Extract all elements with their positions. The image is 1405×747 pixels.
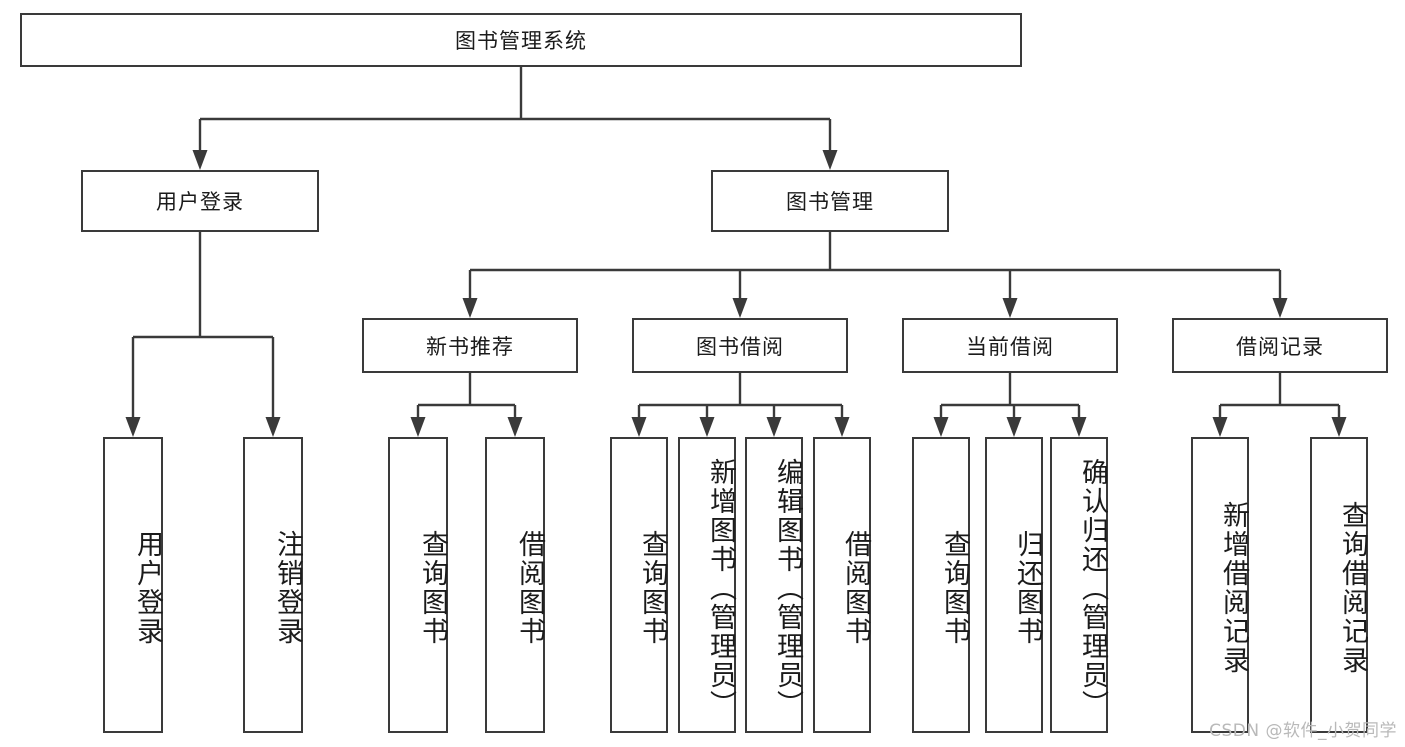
arrow-to-new-book-head <box>462 298 478 318</box>
arrow-user-login-1-head <box>125 417 141 437</box>
arrow-borrow-4-head <box>834 417 850 437</box>
node-label: 确认归还（管理员） <box>1077 457 1108 719</box>
node-label: 新书推荐 <box>426 334 514 359</box>
arrow-current-3-head <box>1071 417 1087 437</box>
node-label: 借阅图书 <box>840 530 871 646</box>
node-label: 新增借阅记录 <box>1218 501 1249 675</box>
node-查询图书-l4[interactable]: 查询图书 <box>388 437 448 733</box>
node-注销登录-l3[interactable]: 注销登录 <box>243 437 303 733</box>
node-用户登录-l3[interactable]: 用户登录 <box>103 437 163 733</box>
node-确认归还管理员-l4[interactable]: 确认归还（管理员） <box>1050 437 1108 733</box>
node-label: 用户登录 <box>156 190 244 214</box>
node-label: 查询图书 <box>417 530 448 646</box>
node-查询图书-l4[interactable]: 查询图书 <box>912 437 970 733</box>
node-新增借阅记录-l4[interactable]: 新增借阅记录 <box>1191 437 1249 733</box>
node-新书推荐-l3[interactable]: 新书推荐 <box>362 318 578 373</box>
watermark-text: CSDN @软件_小贺同学 <box>1209 721 1397 741</box>
node-查询图书-l4[interactable]: 查询图书 <box>610 437 668 733</box>
node-root-system[interactable]: 图书管理系统 <box>20 13 1022 67</box>
node-查询借阅记录-l4[interactable]: 查询借阅记录 <box>1310 437 1368 733</box>
arrow-current-2-head <box>1006 417 1022 437</box>
node-label: 图书管理 <box>786 190 874 214</box>
arrow-new-book-1-head <box>410 417 426 437</box>
node-图书管理-l2[interactable]: 图书管理 <box>711 170 949 232</box>
node-label: 注销登录 <box>272 530 303 646</box>
arrow-to-record-head <box>1272 298 1288 318</box>
node-label: 查询图书 <box>637 530 668 646</box>
arrow-user-login-2-head <box>265 417 281 437</box>
arrow-to-current-head <box>1002 298 1018 318</box>
node-label: 查询借阅记录 <box>1337 501 1368 675</box>
node-借阅图书-l4[interactable]: 借阅图书 <box>485 437 545 733</box>
node-label: 用户登录 <box>132 530 163 646</box>
node-label: 当前借阅 <box>966 334 1054 359</box>
node-label: 图书管理系统 <box>455 29 587 53</box>
node-label: 查询图书 <box>939 530 970 646</box>
node-label: 编辑图书（管理员） <box>772 457 803 719</box>
node-label: 借阅记录 <box>1236 334 1324 359</box>
arrow-record-2-head <box>1331 417 1347 437</box>
node-label: 新增图书（管理员） <box>705 457 736 719</box>
arrow-new-book-2-head <box>507 417 523 437</box>
arrow-borrow-2-head <box>699 417 715 437</box>
arrow-record-1-head <box>1212 417 1228 437</box>
node-归还图书-l4[interactable]: 归还图书 <box>985 437 1043 733</box>
node-借阅记录-l3[interactable]: 借阅记录 <box>1172 318 1388 373</box>
arrow-to-user-login-head <box>192 150 208 170</box>
arrow-borrow-1-head <box>631 417 647 437</box>
node-借阅图书-l4[interactable]: 借阅图书 <box>813 437 871 733</box>
node-用户登录-l2[interactable]: 用户登录 <box>81 170 319 232</box>
arrow-to-book-manage-head <box>822 150 838 170</box>
node-图书借阅-l3[interactable]: 图书借阅 <box>632 318 848 373</box>
node-编辑图书管理员-l4[interactable]: 编辑图书（管理员） <box>745 437 803 733</box>
node-label: 图书借阅 <box>696 334 784 359</box>
node-当前借阅-l3[interactable]: 当前借阅 <box>902 318 1118 373</box>
node-label: 借阅图书 <box>514 530 545 646</box>
node-label: 归还图书 <box>1012 530 1043 646</box>
arrow-current-1-head <box>933 417 949 437</box>
arrow-borrow-3-head <box>766 417 782 437</box>
node-新增图书管理员-l4[interactable]: 新增图书（管理员） <box>678 437 736 733</box>
arrow-to-borrow-head <box>732 298 748 318</box>
